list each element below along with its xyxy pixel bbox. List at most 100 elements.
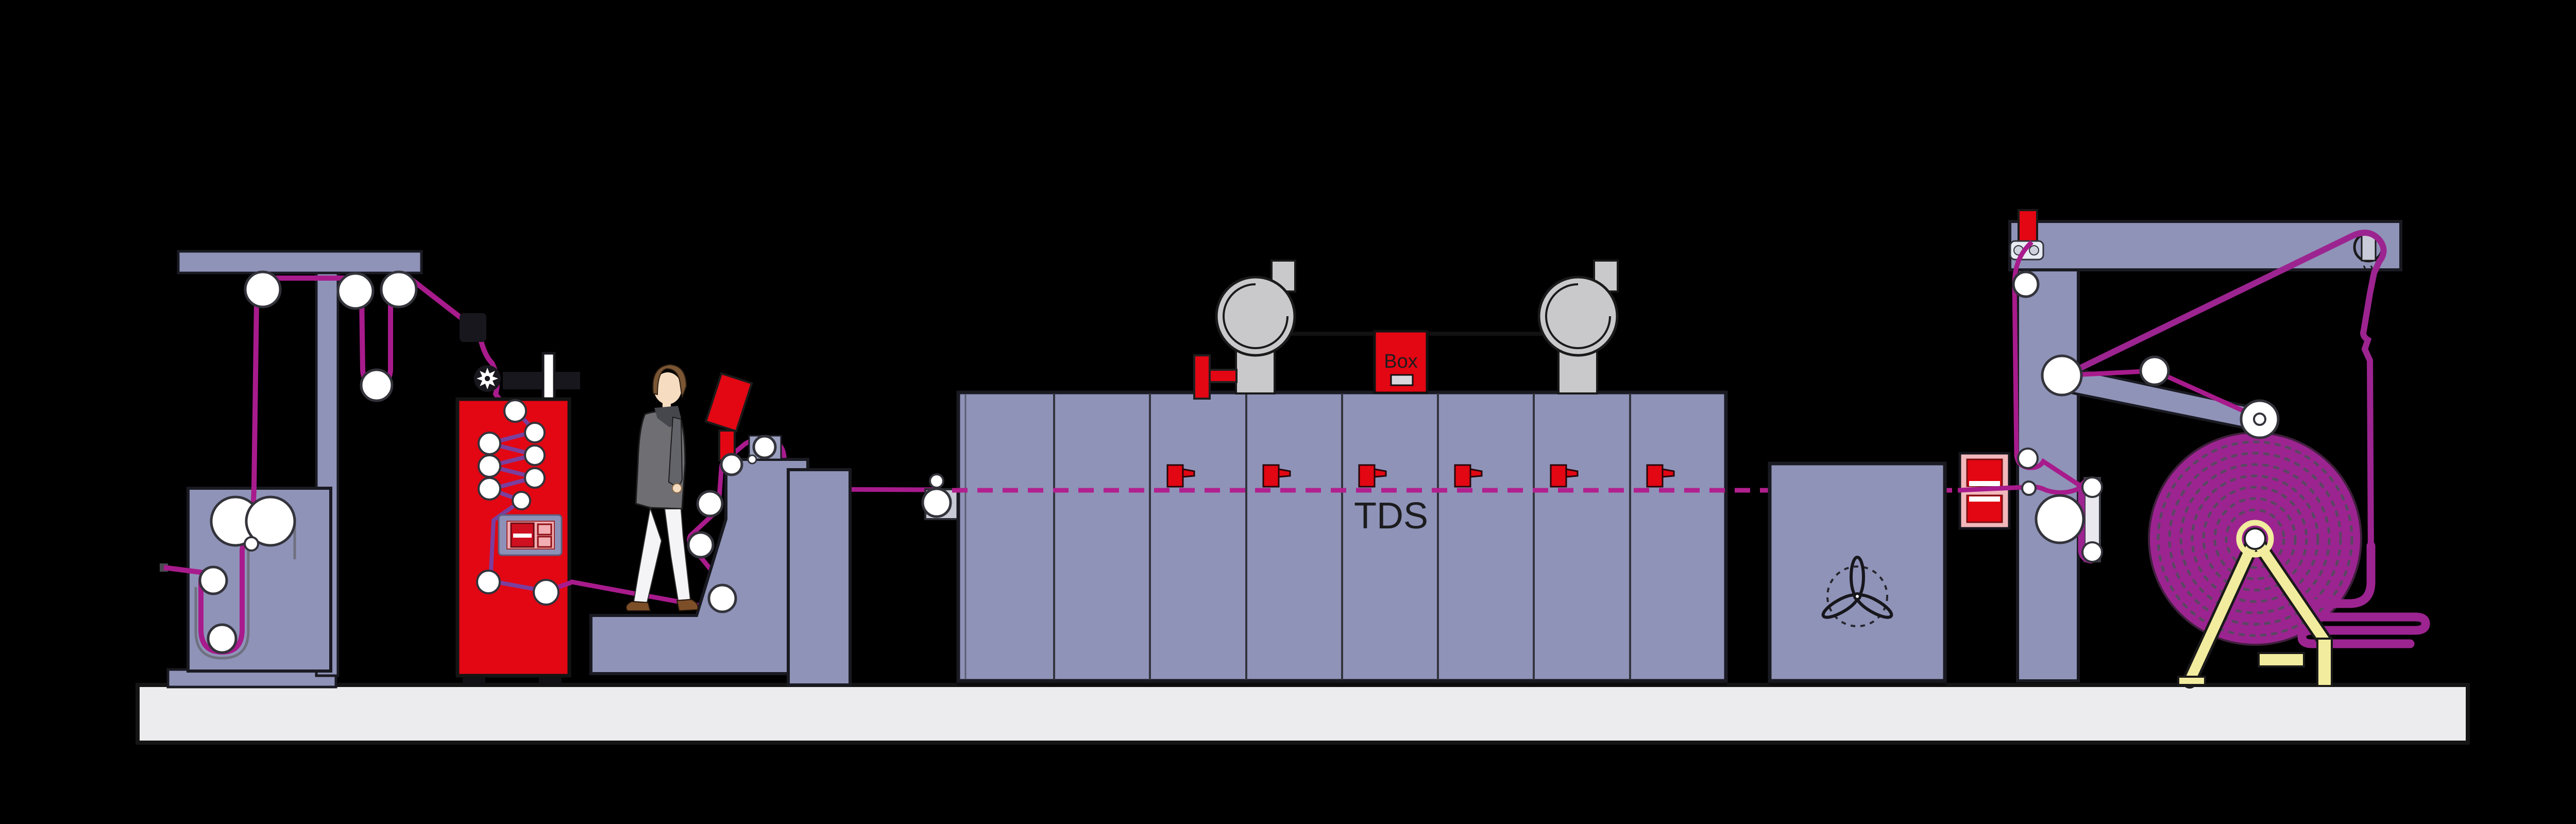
cabinet-pipe [541,352,556,402]
valve-body [1193,354,1211,400]
web-roller [2035,494,2085,544]
dancer-roller [2081,541,2103,563]
box-label: Box [1384,351,1417,372]
web-roller [696,490,724,518]
festoon-tower [166,250,423,689]
box-housing [1373,330,1429,394]
web-roller [707,583,737,613]
unit-dividers [1053,393,1631,680]
cabinet-housing [1768,461,1947,683]
web-roller [512,491,531,510]
infeed-body [589,458,809,675]
box-unit: Box [1373,330,1429,394]
dancer-roller [360,368,394,402]
valve-stem [1209,369,1238,383]
roller-mount [460,313,486,342]
floor [135,683,2470,745]
ink-flag [1166,464,1195,488]
cooling-cabinet [1768,461,1947,686]
nip-roller [929,473,944,489]
roll-core [2244,527,2266,550]
operator-shoe [676,598,699,612]
web-roller [720,453,743,476]
web-roller [747,454,757,465]
nip-roller [921,487,952,518]
web-roller [245,495,296,547]
rewinder-beam [2008,220,2402,271]
stand-post [2316,638,2333,687]
operator-hair [652,364,687,398]
panel-key [537,523,552,536]
star-wheel-icon [474,365,501,392]
sensor-box [2018,209,2038,243]
web-roller [533,579,560,606]
fan-volute [1215,276,1296,357]
tower-beam [177,250,423,274]
web-roller [503,399,527,423]
exhaust-stack-right [1537,260,1619,394]
burner-valve [1193,354,1238,400]
ink-flag [1358,464,1387,488]
operator-head [654,372,682,404]
web-roller [478,454,501,478]
monitor-screen [704,372,753,433]
web-roller [2017,448,2039,469]
box-slot [1390,374,1414,386]
web-roller [476,570,501,594]
support-pillar [787,468,852,686]
operator-leg [664,508,691,602]
ink-flag [1550,464,1579,488]
pivot-roller [2041,354,2083,397]
ink-flag [1454,464,1483,488]
web-roller [524,467,546,489]
web-roller [524,444,546,466]
volute-spiral [1223,283,1289,349]
roll-windings [2157,440,2353,637]
fan-volute [1537,276,1619,357]
operator [625,364,699,612]
web-path-overhead [2062,230,2387,563]
exhaust-stack-left [1215,260,1296,394]
nip-stripe [1969,481,2000,486]
web-roller [752,435,777,459]
volute-spiral [1545,283,1611,349]
operator-hand [672,483,682,493]
stand-foot [2177,676,2206,686]
operator-shoe [625,600,651,611]
dryer-label: TDS [1354,495,1428,537]
infeed-tower [589,372,809,675]
web-roller [2021,480,2037,496]
stand-tie-bar [2258,652,2305,667]
ink-flag [1262,464,1291,488]
stand-legs [2184,534,2330,686]
pull-nip [1958,452,2011,530]
cabinet-bracket [503,372,580,389]
sensor-roller [2029,245,2039,255]
web-roller [198,565,228,595]
ink-flag [1646,464,1675,488]
operator-leg [633,506,663,604]
rewinder [2008,209,2402,682]
dancer-roller [2081,476,2103,498]
web-roller [336,272,375,310]
web-roller [244,536,259,552]
web-roller [478,432,501,455]
lay-on-roller [2240,399,2280,439]
web-roller [207,623,238,654]
press-body: TDS [956,390,1728,686]
web-roller [380,270,418,308]
folded-web-stack [2297,541,2430,648]
fan-icon [1821,556,1893,627]
web-roller [244,270,282,308]
panel-key [537,536,552,548]
nip-stripe [1969,496,2000,502]
web-roller [478,477,501,501]
web-roller [2012,270,2040,298]
panel-screen-stripe [513,534,532,538]
unit-flags [1166,464,1675,488]
stand-hub-ring [2236,520,2274,558]
web-roller [524,422,546,443]
cabinet-control-panel [498,514,563,556]
web-roller [2139,355,2170,386]
